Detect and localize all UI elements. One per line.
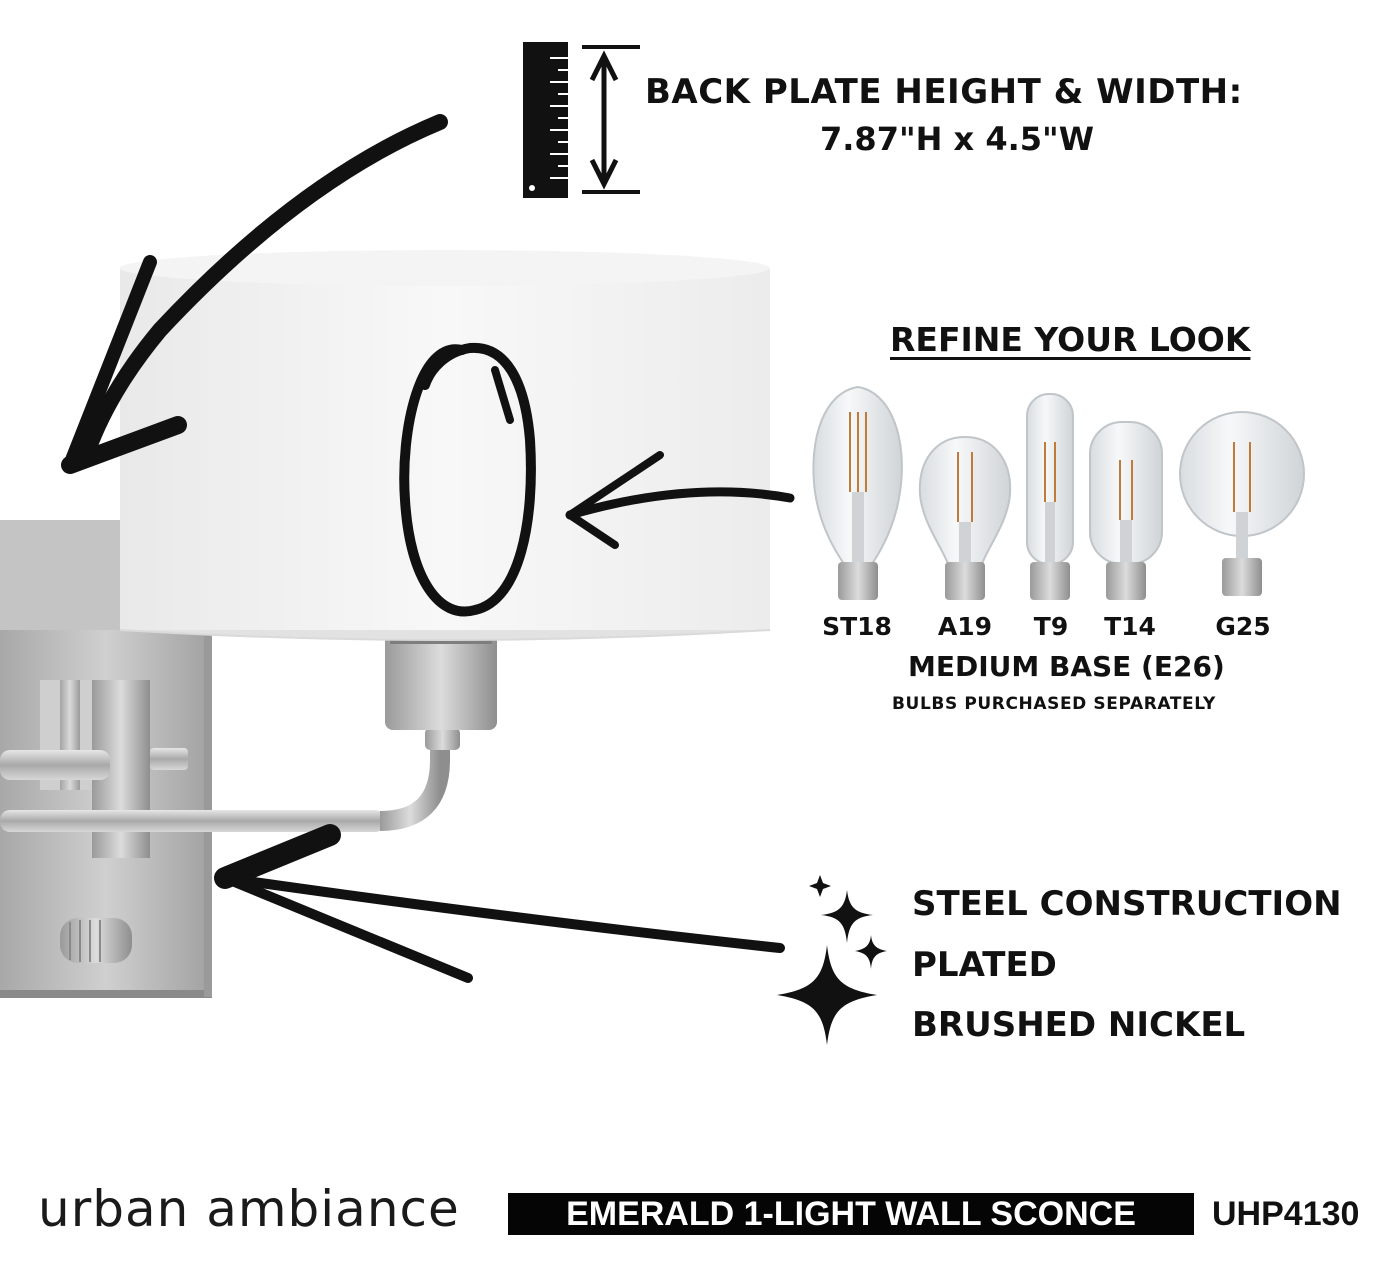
swing-arm: [0, 680, 460, 858]
socket: [385, 630, 497, 730]
bulb-label-t9: T9: [1033, 612, 1069, 641]
feature-plated: PLATED: [912, 945, 1057, 985]
bulb-label-a19: A19: [937, 612, 993, 641]
bulb-st18-icon: [812, 385, 903, 600]
feature-steel: STEEL CONSTRUCTION: [912, 884, 1342, 924]
feature-nickel: BRUSHED NICKEL: [912, 1005, 1246, 1045]
dimmer-knob: [60, 918, 132, 963]
bulb-label-g25: G25: [1215, 612, 1271, 641]
handwritten-o-mark: [399, 342, 536, 617]
bulb-t9-icon: [1026, 393, 1074, 600]
bulb-label-t14: T14: [1104, 612, 1156, 641]
bulb-a19-icon: [918, 435, 1012, 600]
double-arrow-vertical-icon: [589, 50, 619, 190]
refine-title: REFINE YOUR LOOK: [890, 320, 1251, 359]
handwritten-o-tail: [491, 366, 514, 424]
dimension-value: 7.87"H x 4.5"W: [820, 120, 1094, 158]
drum-shade: [119, 250, 771, 641]
arrow-to-plate-icon: [214, 824, 785, 983]
product-sku: UHP4130: [1212, 1195, 1360, 1233]
bulb-t14-icon: [1089, 421, 1163, 600]
arrow-to-socket-icon: [565, 451, 795, 549]
bulb-row: [812, 385, 1305, 600]
bulb-g25-icon: [1179, 411, 1305, 596]
bulb-label-st18: ST18: [822, 612, 892, 641]
product-name-bar: EMERALD 1-LIGHT WALL SCONCE: [508, 1193, 1194, 1235]
arrow-to-shade-icon: [61, 114, 448, 474]
sparkle-icon: [777, 875, 887, 1045]
brand-logo: urban ambiance: [38, 1180, 460, 1238]
base-label: MEDIUM BASE (E26): [908, 650, 1225, 683]
dimension-title: BACK PLATE HEIGHT & WIDTH:: [645, 72, 1243, 112]
bulbs-note: BULBS PURCHASED SEPARATELY: [892, 694, 1216, 714]
ruler-icon: [523, 42, 640, 198]
